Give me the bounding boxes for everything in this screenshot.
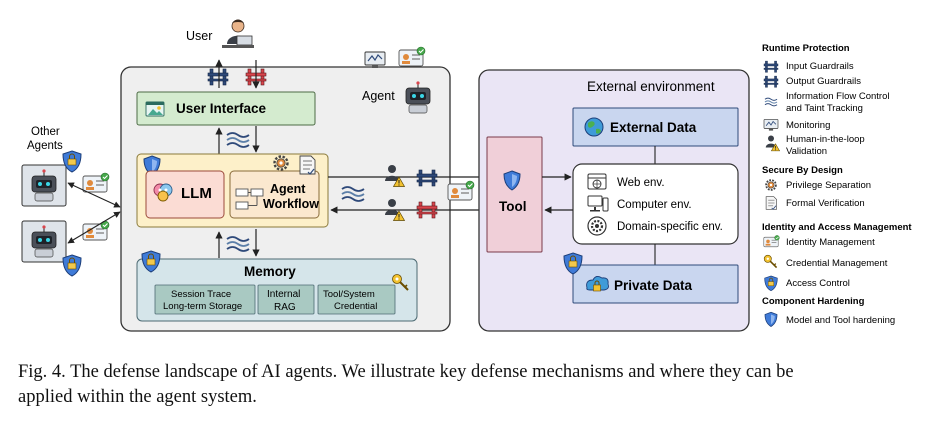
svg-text:Formal Verification: Formal Verification: [786, 198, 865, 209]
globe-icon: [584, 117, 604, 137]
tool-box: Tool: [486, 136, 543, 253]
user-label: User: [186, 29, 212, 43]
svg-text:Output Guardrails: Output Guardrails: [786, 76, 861, 87]
agent-label: Agent: [362, 89, 395, 103]
caption-line-2: applied within the agent system.: [18, 387, 257, 407]
identity-card-icon: [398, 46, 426, 67]
svg-text:Validation: Validation: [786, 146, 827, 157]
other-agents-label-2: Agents: [27, 140, 63, 152]
monitoring-icon: [763, 118, 779, 132]
svg-text:Information Flow Control: Information Flow Control: [786, 91, 889, 102]
access-control-shield-icon: [62, 254, 82, 277]
output-guardrails-icon: [763, 75, 779, 88]
user-interface-label: User Interface: [176, 101, 267, 116]
internal-rag-label-2: RAG: [274, 302, 296, 313]
web-env-icon: [587, 173, 607, 190]
private-data-label: Private Data: [614, 278, 693, 293]
input-guardrails-icon: [763, 60, 779, 73]
credential-management-icon: [763, 254, 778, 269]
llm-label: LLM: [181, 185, 212, 202]
svg-text:and Taint Tracking: and Taint Tracking: [786, 103, 863, 114]
internal-rag-label-1: Internal: [267, 289, 300, 300]
legend: Runtime Protection Input Guardrails Outp…: [762, 43, 912, 327]
caption-line-1: Fig. 4. The defense landscape of AI agen…: [18, 362, 794, 382]
identity-management-icon: [763, 235, 780, 248]
svg-text:Access Control: Access Control: [786, 278, 850, 289]
tool-label: Tool: [499, 199, 527, 214]
identity-card-icon: [447, 180, 475, 201]
external-data-box: External Data: [572, 107, 739, 147]
agent-workflow-label-2: Workflow: [263, 197, 319, 211]
access-control-icon: [764, 275, 778, 292]
agent-monitor-icons: [364, 46, 426, 69]
other-agent-2: [21, 220, 82, 277]
image-icon: [145, 101, 165, 117]
user-interface-box: User Interface: [136, 91, 316, 126]
model-tool-hardening-icon: [764, 311, 778, 327]
svg-text:Monitoring: Monitoring: [786, 120, 830, 131]
user-actor: User: [186, 19, 255, 49]
other-agents-label-1: Other: [31, 126, 60, 138]
memory-title: Memory: [244, 264, 296, 279]
web-env-label: Web env.: [617, 177, 665, 189]
monitoring-icon: [364, 51, 386, 69]
legend-runtime-protection-title: Runtime Protection: [762, 43, 850, 54]
session-trace-label-1: Session Trace: [171, 289, 231, 300]
session-trace-label-2: Long-term Storage: [163, 301, 242, 312]
svg-text:Privilege Separation: Privilege Separation: [786, 180, 871, 191]
svg-text:Input Guardrails: Input Guardrails: [786, 61, 854, 72]
legend-identity-access-title: Identity and Access Management: [762, 222, 912, 233]
identity-card-icon: [82, 172, 110, 193]
llm-box: [145, 170, 225, 219]
svg-text:Human-in-the-loop: Human-in-the-loop: [786, 134, 865, 145]
figure-caption: Fig. 4. The defense landscape of AI agen…: [18, 360, 923, 410]
svg-text:Identity Management: Identity Management: [786, 237, 875, 248]
llm-agent-container: LLM Agent Workflow: [136, 153, 329, 228]
information-flow-icon: [764, 97, 778, 107]
privilege-separation-icon: [765, 179, 777, 191]
environments-box: Web env. Computer env. Domain-specific e…: [572, 163, 739, 245]
identity-card-icon: [82, 220, 110, 241]
svg-text:Credential Management: Credential Management: [786, 258, 888, 269]
svg-text:Model and Tool hardening: Model and Tool hardening: [786, 315, 895, 326]
formal-verification-doc-icon: [299, 155, 316, 175]
legend-secure-by-design-title: Secure By Design: [762, 165, 843, 176]
memory-box: Memory Session Trace Long-term Storage I…: [136, 250, 418, 322]
computer-env-label: Computer env.: [617, 199, 692, 211]
tool-credential-label-2: Credential: [334, 301, 377, 312]
human-in-the-loop-icon: [765, 135, 780, 152]
defense-landscape-diagram: User Agent User Interface LLM Agent Work…: [21, 19, 912, 332]
domain-env-label: Domain-specific env.: [617, 221, 723, 233]
legend-component-hardening-title: Component Hardening: [762, 296, 865, 307]
external-data-label: External Data: [610, 120, 697, 135]
external-environment-title: External environment: [587, 79, 715, 94]
formal-verification-icon: [765, 196, 778, 210]
private-data-box: Private Data: [563, 252, 739, 304]
tool-credential-label-1: Tool/System: [323, 289, 375, 300]
agent-workflow-box: [229, 170, 320, 219]
other-agent-1: [21, 150, 82, 207]
agent-workflow-label-1: Agent: [270, 182, 306, 196]
